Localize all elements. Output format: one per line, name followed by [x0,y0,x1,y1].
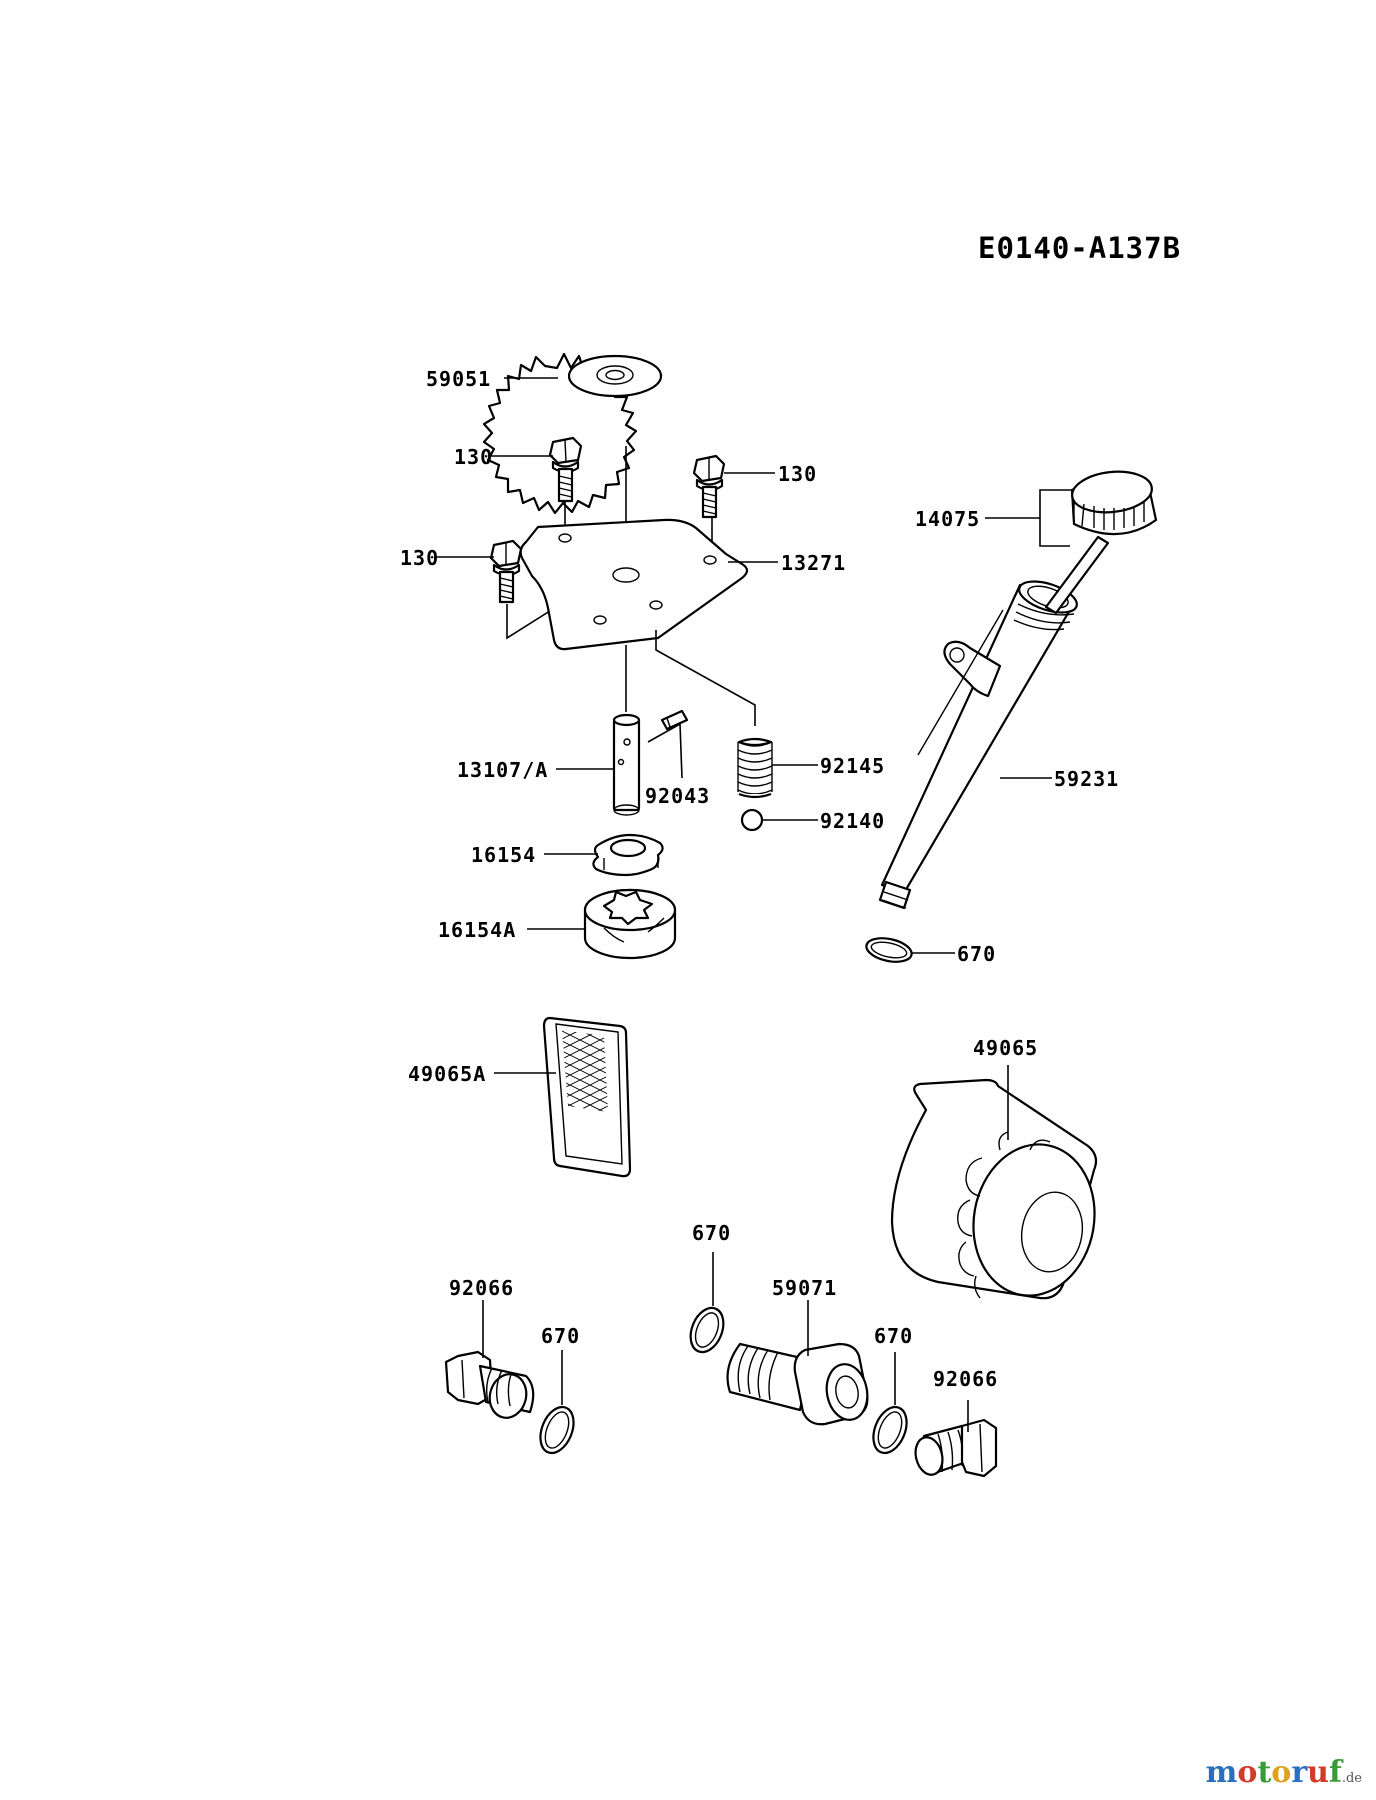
label-shaft: 13107/A [457,758,548,782]
o-ring-tube [865,937,913,963]
label-plate: 13271 [781,551,846,575]
oil-fill-tube [878,580,1078,910]
drain-plug-left [444,1350,535,1419]
o-ring-b [872,1405,908,1455]
label-tube: 59231 [1054,767,1119,791]
label-screen: 49065A [408,1062,486,1086]
bolt-part-a [548,436,583,503]
label-bolt-a: 130 [454,445,493,469]
label-oring-c: 670 [541,1324,580,1348]
pin-part [660,709,689,731]
drain-plug-right [914,1418,998,1478]
brand-name: motoruf [1206,1755,1342,1790]
label-gear: 59051 [426,367,491,391]
label-plug-right: 92066 [933,1367,998,1391]
label-cap: 14075 [915,507,980,531]
label-spring: 92145 [820,754,885,778]
o-ring-a [689,1306,725,1354]
bolt-part-b [692,454,726,519]
label-plug-left: 92066 [449,1276,514,1300]
label-oring-a: 670 [692,1221,731,1245]
label-oring-b: 670 [874,1324,913,1348]
label-ball: 92140 [820,809,885,833]
label-oring-tube: 670 [957,942,996,966]
gear-part [482,352,663,515]
ball-part [740,808,764,832]
spring-part [737,737,773,799]
o-ring-c [539,1405,575,1455]
brand-letter: t [1257,1755,1272,1790]
label-filter: 49065 [973,1036,1038,1060]
label-pin: 92043 [645,784,710,808]
bolt-part-c [489,539,523,604]
dipstick-cap [1044,470,1158,615]
brand-letter: f [1328,1755,1342,1790]
brand-letter: r [1291,1755,1308,1790]
oil-filter [890,1078,1098,1300]
brand-letter: o [1271,1755,1292,1790]
label-bolt-c: 130 [400,546,439,570]
label-rotor-inner: 16154 [471,843,536,867]
diagram-code: E0140-A137B [978,231,1181,265]
pump-shaft [612,713,641,816]
brand-letter: m [1205,1755,1238,1790]
pump-cover-plate [519,518,749,651]
oil-screen [542,1016,632,1178]
inner-rotor [592,833,664,877]
brand-logo: motoruf.de [1206,1755,1362,1790]
brand-letter: o [1237,1755,1258,1790]
brand-letter: u [1307,1755,1329,1790]
label-rotor-outer: 16154A [438,918,516,942]
outer-rotor [583,888,677,960]
label-fitting: 59071 [772,1276,837,1300]
label-bolt-b: 130 [778,462,817,486]
brand-suffix: .de [1341,1771,1362,1786]
oil-fitting [726,1342,869,1426]
